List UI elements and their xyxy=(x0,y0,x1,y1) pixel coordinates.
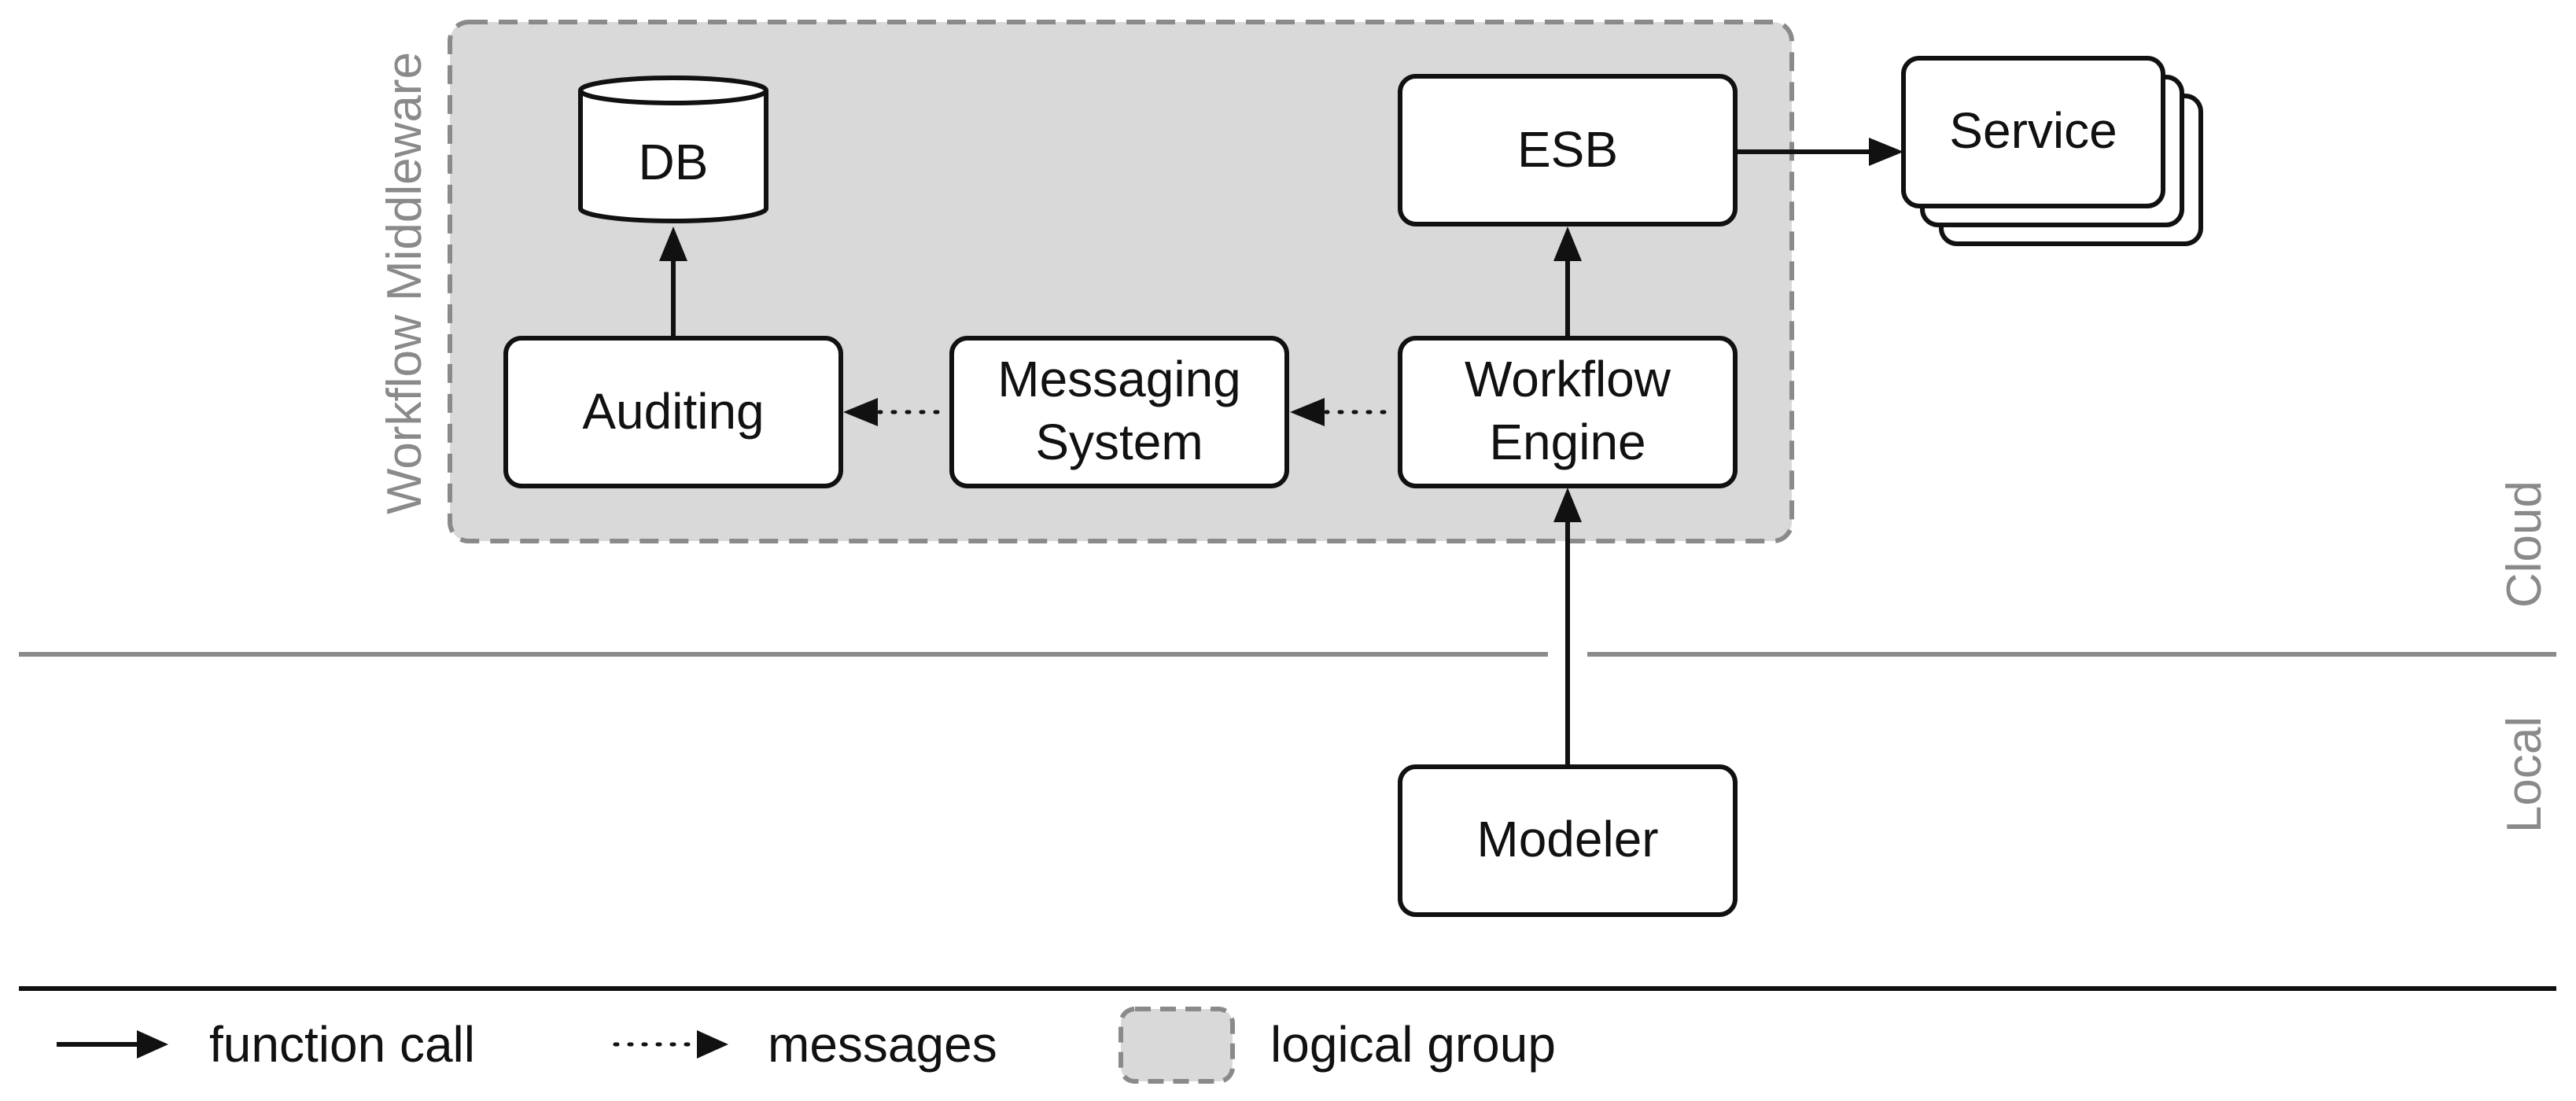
messaging-system-label-line1: Messaging xyxy=(997,351,1241,407)
edge-esb-to-service xyxy=(1735,138,1903,166)
edge-messaging-to-auditing xyxy=(843,398,940,426)
modeler-label: Modeler xyxy=(1476,811,1658,867)
legend-messages-label: messages xyxy=(768,1016,997,1073)
messaging-system-label-line2: System xyxy=(1035,414,1203,470)
edge-engine-to-messaging xyxy=(1290,398,1387,426)
legend-messages-symbol xyxy=(613,1030,728,1059)
workflow-middleware-label: Workflow Middleware xyxy=(378,52,432,514)
esb-label: ESB xyxy=(1517,121,1618,178)
modeler-node: Modeler xyxy=(1398,764,1738,917)
legend: function call messages logical group xyxy=(57,1007,1556,1084)
service-node-stack: Service xyxy=(1901,56,2203,246)
esb-node: ESB xyxy=(1398,74,1738,226)
auditing-node: Auditing xyxy=(503,336,843,488)
auditing-label: Auditing xyxy=(582,383,764,440)
edge-modeler-to-engine xyxy=(1553,488,1582,767)
service-label: Service xyxy=(1949,102,2117,159)
zone-label-cloud: Cloud xyxy=(2497,481,2552,608)
workflow-engine-label-line1: Workflow xyxy=(1465,351,1671,407)
workflow-engine-node: Workflow Engine xyxy=(1398,336,1738,488)
edge-engine-to-esb xyxy=(1553,226,1582,338)
legend-function-call-label: function call xyxy=(209,1016,475,1073)
db-label: DB xyxy=(639,134,709,190)
zone-label-local: Local xyxy=(2497,716,2552,833)
legend-logical-group-symbol xyxy=(1118,1007,1235,1084)
messaging-system-node: Messaging System xyxy=(949,336,1289,488)
workflow-engine-label-line2: Engine xyxy=(1489,414,1645,470)
legend-logical-group-label: logical group xyxy=(1270,1016,1556,1073)
legend-function-call-symbol xyxy=(57,1030,168,1059)
db-node: DB xyxy=(578,75,768,223)
edge-auditing-to-db xyxy=(659,226,687,338)
